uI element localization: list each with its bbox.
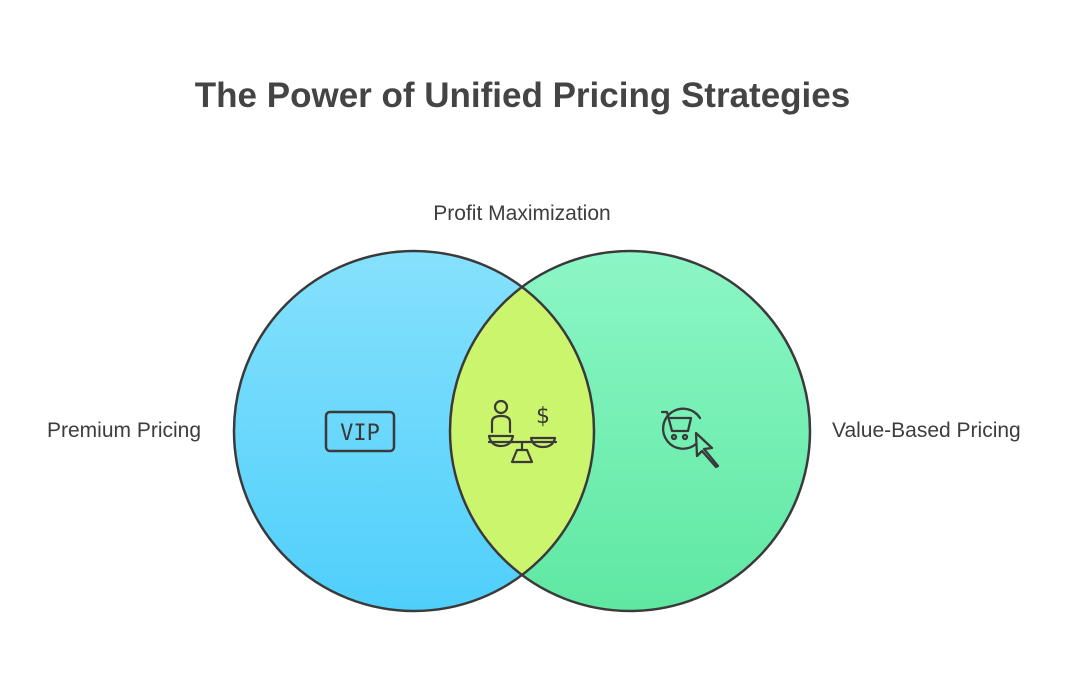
right-set-outline bbox=[448, 249, 812, 613]
person-body-icon bbox=[490, 414, 512, 434]
intersection-region bbox=[450, 251, 594, 611]
person-head-icon bbox=[493, 399, 509, 415]
left-set-label: Premium Pricing bbox=[47, 419, 202, 442]
vip-icon-text: VIP bbox=[340, 421, 380, 446]
cart-circle-icon bbox=[661, 407, 702, 450]
cursor-icon bbox=[694, 431, 720, 469]
shopping-cart-cursor-icon bbox=[660, 407, 720, 469]
balance-scale-person-dollar-icon bbox=[487, 399, 558, 464]
cart-icon bbox=[660, 410, 693, 433]
dollar-icon: $ bbox=[536, 404, 550, 429]
intersection-label: Profit Maximization bbox=[433, 202, 611, 225]
page-title: The Power of Unified Pricing Strategies bbox=[194, 76, 851, 115]
right-set-label: Value-Based Pricing bbox=[832, 419, 1021, 442]
vip-icon: VIP bbox=[324, 410, 396, 453]
left-set-outline bbox=[232, 249, 596, 613]
